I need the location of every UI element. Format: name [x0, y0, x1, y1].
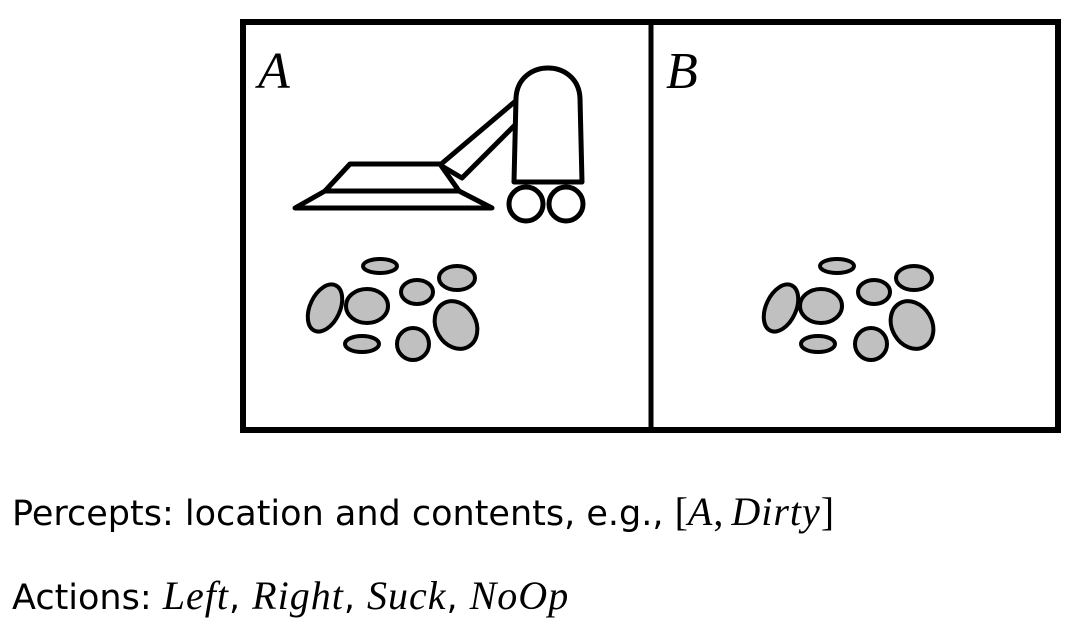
percept-close-bracket: ]: [820, 489, 835, 534]
dirt-pile-a: [305, 257, 480, 362]
percept-contents: Dirty: [731, 489, 821, 534]
actions-line: Actions: Left,Right,Suck,NoOp: [12, 576, 569, 616]
percepts-line: Percepts: location and contents, e.g., […: [12, 492, 834, 532]
percepts-label: Percepts: location and contents, e.g.,: [12, 494, 675, 534]
action-separator: ,: [343, 578, 355, 618]
percept-location: A: [687, 489, 714, 534]
vacuum-world-diagram: A B: [240, 19, 1061, 433]
action-suck: Suck: [366, 573, 447, 618]
room-a-label: A: [255, 43, 290, 100]
vacuum-cleaner-icon: [292, 65, 586, 224]
action-separator: ,: [229, 578, 241, 618]
dirt-pile-b: [761, 257, 936, 362]
action-noop: NoOp: [469, 573, 570, 618]
action-left: Left: [162, 573, 230, 618]
actions-label: Actions:: [12, 578, 163, 618]
action-right: Right: [252, 573, 344, 618]
percept-comma: ,: [713, 489, 724, 534]
action-separator: ,: [446, 578, 458, 618]
percept-open-bracket: [: [674, 489, 688, 534]
room-b-label: B: [666, 43, 698, 100]
